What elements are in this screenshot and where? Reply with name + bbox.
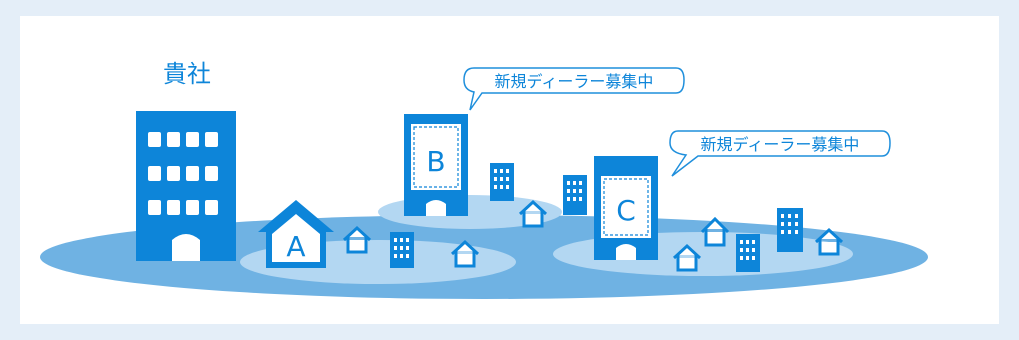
small-building <box>390 232 414 268</box>
callout-b-text: 新規ディーラー募集中 <box>495 72 654 91</box>
company-label: 貴社 <box>163 60 211 88</box>
small-building <box>490 163 514 201</box>
callout-b <box>463 67 685 111</box>
small-house <box>342 225 372 254</box>
callout-c <box>669 130 891 177</box>
dealer-b-building <box>404 114 468 216</box>
small-house <box>814 227 844 256</box>
small-building <box>736 234 760 272</box>
small-house <box>672 243 702 272</box>
small-building <box>563 175 587 215</box>
small-house <box>450 239 480 268</box>
small-buildings <box>390 163 803 272</box>
dealer-b-letter: B <box>426 145 445 178</box>
dealer-c-building <box>594 156 658 260</box>
dealer-c-letter: C <box>616 194 636 227</box>
small-house <box>518 199 548 228</box>
dealer-a-house <box>258 200 334 268</box>
company-building <box>136 111 236 261</box>
small-house <box>700 216 730 247</box>
small-houses <box>342 199 844 272</box>
small-building <box>777 208 803 252</box>
dealer-a-letter: A <box>286 230 305 263</box>
callout-c-text: 新規ディーラー募集中 <box>701 135 860 154</box>
